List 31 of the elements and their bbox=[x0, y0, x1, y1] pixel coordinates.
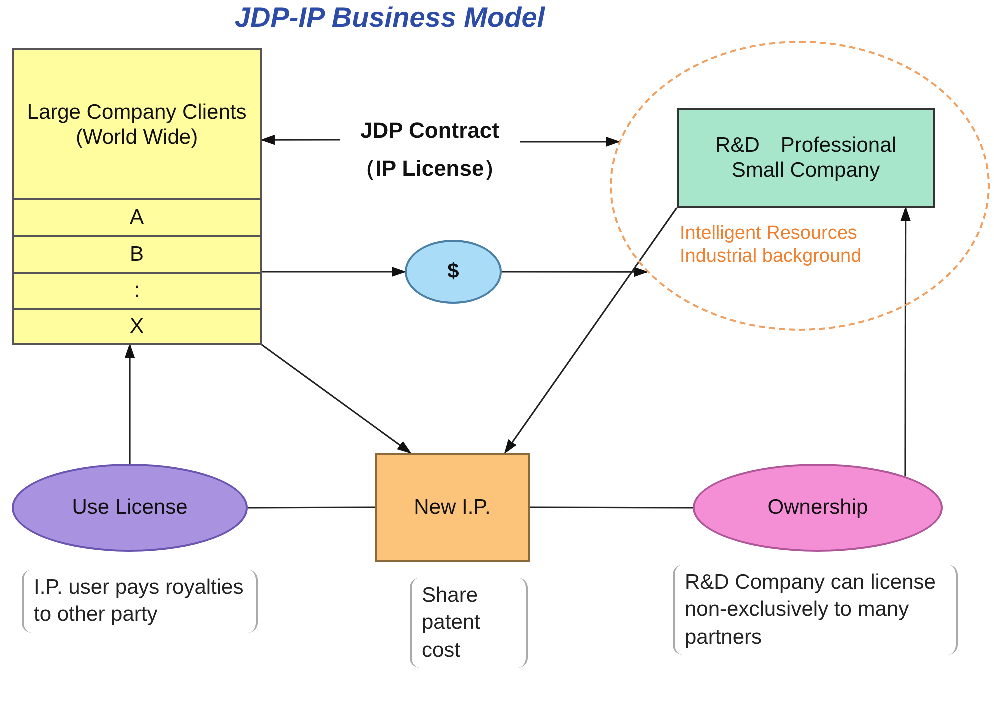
node-label: Use License bbox=[72, 495, 188, 521]
bracketed-note: I.P. user pays royalties to other party bbox=[22, 570, 258, 633]
node-label: A bbox=[130, 204, 144, 230]
node-label: : bbox=[134, 278, 140, 304]
node-label: New I.P. bbox=[414, 494, 491, 520]
resource-note: Intelligent Resources Industrial background bbox=[680, 223, 863, 269]
node-label: B bbox=[130, 242, 144, 268]
bracketed-note: R&D Company can license non-exclusively to many partners bbox=[673, 565, 958, 655]
arrow bbox=[900, 206, 911, 477]
dashed-ellipse bbox=[610, 41, 990, 331]
arrow bbox=[124, 344, 136, 464]
contract-title: JDP Contract bbox=[360, 118, 500, 144]
node-label: X bbox=[130, 314, 144, 340]
bracketed-note: Share patent cost bbox=[410, 578, 528, 668]
contract-subtitle: （IP License） bbox=[354, 156, 506, 182]
node-label: R&D Professional Small Company bbox=[714, 132, 898, 184]
node-label: Large Company Clients (World Wide) bbox=[26, 100, 248, 151]
client-group-box bbox=[12, 48, 262, 345]
arrow bbox=[260, 135, 340, 146]
node-label: $ bbox=[448, 259, 460, 285]
connector-line bbox=[248, 506, 375, 509]
arrow bbox=[260, 266, 406, 278]
arrow bbox=[504, 208, 678, 454]
connector-line bbox=[530, 506, 693, 509]
diagram-title: JDP-IP Business Model bbox=[234, 2, 546, 34]
arrow bbox=[262, 344, 412, 454]
arrow bbox=[520, 136, 620, 147]
ip-box bbox=[375, 453, 530, 562]
node-label: Ownership bbox=[768, 495, 868, 521]
arrow bbox=[502, 267, 649, 278]
company-box bbox=[677, 108, 935, 208]
